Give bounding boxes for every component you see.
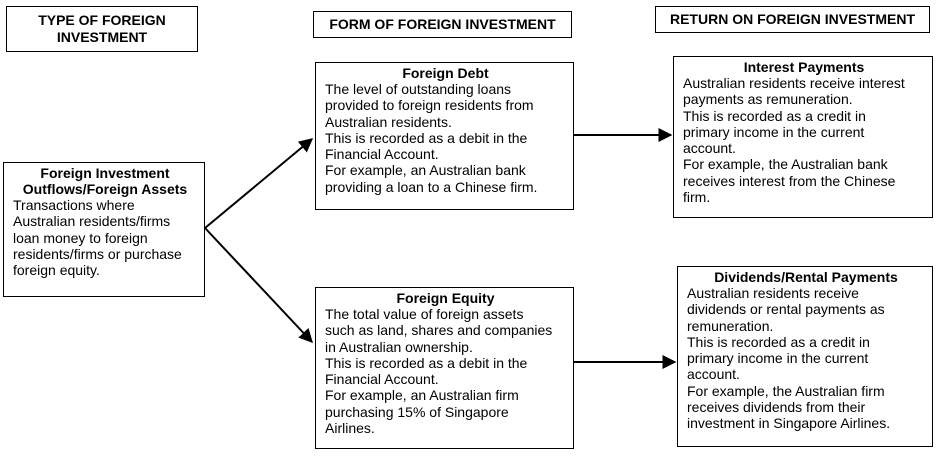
box-text-line: primary income in the current — [683, 123, 865, 140]
box-text-line: This is recorded as a debit in the — [325, 354, 528, 371]
box-title: Foreign Debt — [402, 65, 489, 81]
box-text-line: account. — [683, 140, 736, 157]
box-text-line: providing a loan to a Chinese firm. — [325, 178, 538, 195]
header-line: RETURN ON FOREIGN INVESTMENT — [669, 11, 915, 27]
arrow-outflows-to-equity — [204, 227, 313, 344]
header-return-on-foreign-investment: RETURN ON FOREIGN INVESTMENT — [655, 6, 930, 33]
box-text-line: account. — [687, 366, 740, 383]
header-line: TYPE OF FOREIGN — [38, 12, 166, 28]
box-text-line: Financial Account. — [325, 146, 439, 163]
box-text-line: Airlines. — [325, 420, 375, 437]
box-text-line: This is recorded as a credit in — [683, 107, 866, 124]
box-text-line: Transactions where — [13, 197, 135, 213]
box-text-line: primary income in the current — [687, 350, 869, 367]
foreign-equity-box: Foreign Equity The total value of foreig… — [315, 287, 574, 449]
interest-payments-box: Interest Payments Australian residents r… — [673, 56, 933, 218]
box-text-line: loan money to foreign — [13, 229, 148, 246]
box-text-line: For example, an Australian bank — [325, 162, 526, 179]
header-line: INVESTMENT — [56, 29, 148, 45]
box-title: Foreign Equity — [396, 290, 495, 306]
header-form-of-foreign-investment: FORM OF FOREIGN INVESTMENT — [313, 11, 572, 38]
box-text-line: This is recorded as a debit in the — [325, 129, 528, 146]
box-text-line: investment in Singapore Airlines. — [687, 415, 891, 432]
box-text-line: such as land, shares and companies — [325, 322, 553, 339]
box-text-line: residents/firms or purchase — [13, 245, 182, 262]
box-text-line: payments as remuneration. — [683, 91, 853, 108]
dividends-rental-payments-box: Dividends/Rental Payments Australian res… — [677, 266, 933, 447]
box-text-line: purchasing 15% of Singapore — [325, 403, 509, 420]
box-text-line: dividends or rental payments as — [687, 301, 885, 318]
arrow-outflows-to-debt — [204, 138, 314, 229]
box-text-line: Australian residents receive interest — [683, 75, 905, 91]
box-text-line: firm. — [683, 189, 711, 206]
box-text-line: receives dividends from their — [687, 399, 866, 416]
box-text-line: receives interest from the Chinese — [683, 172, 896, 189]
box-text-line: The level of outstanding loans — [325, 81, 512, 97]
box-text-line: Australian residents. — [325, 113, 452, 130]
foreign-debt-box: Foreign Debt The level of outstanding lo… — [315, 62, 574, 210]
box-text-line: provided to foreign residents from — [325, 97, 534, 114]
box-text-line: remuneration. — [687, 317, 774, 334]
box-text-line: in Australian ownership. — [325, 338, 473, 355]
box-text-line: For example, an Australian firm — [325, 387, 519, 404]
header-type-of-foreign-investment: TYPE OF FOREIGN INVESTMENT — [6, 6, 198, 52]
box-title: Outflows/Foreign Assets — [22, 181, 188, 197]
box-text-line: Financial Account. — [325, 371, 439, 388]
box-text-line: Australian residents receive — [687, 285, 859, 301]
box-text-line: The total value of foreign assets — [325, 306, 524, 322]
header-line: FORM OF FOREIGN INVESTMENT — [329, 16, 556, 32]
box-text-line: This is recorded as a credit in — [687, 333, 870, 350]
outflows-box: Foreign Investment Outflows/Foreign Asse… — [3, 162, 205, 297]
box-title: Foreign Investment — [40, 165, 170, 181]
box-text-line: Australian residents/firms — [13, 213, 171, 230]
box-text-line: For example, the Australian bank — [683, 156, 888, 173]
box-title: Dividends/Rental Payments — [714, 269, 898, 285]
box-title: Interest Payments — [743, 59, 865, 75]
box-text-line: foreign equity. — [13, 262, 100, 279]
box-text-line: For example, the Australian firm — [687, 382, 885, 399]
